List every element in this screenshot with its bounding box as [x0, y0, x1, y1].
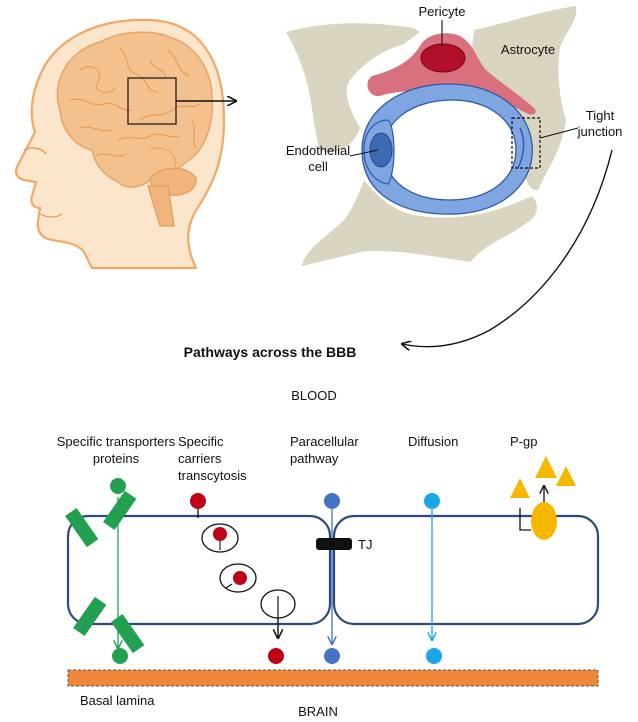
endothelial-nucleus	[369, 132, 393, 168]
label-pericyte: Pericyte	[419, 4, 466, 19]
endothelium-ring	[361, 83, 533, 215]
basal-lamina-bar	[67, 669, 599, 687]
capillary-cross-section	[286, 6, 577, 266]
astrocyte-right	[470, 6, 577, 191]
endothelial-cell-left	[66, 514, 332, 626]
curved-arrow	[402, 149, 613, 347]
paracellular-molecule-top	[324, 493, 340, 509]
brainstem	[147, 185, 175, 227]
mouth	[39, 213, 63, 218]
label-endothelial-2: cell	[308, 159, 328, 174]
label-pgp: P-gp	[510, 434, 537, 449]
astrocyte-foot-top	[286, 23, 420, 153]
pgp-protein	[531, 502, 557, 540]
head-illustration	[14, 18, 236, 270]
eye	[23, 147, 47, 155]
transporter-protein-top	[65, 490, 137, 548]
pgp-connector	[519, 508, 531, 531]
label-basal-lamina: Basal lamina	[80, 693, 155, 708]
label-astrocyte: Astrocyte	[501, 42, 555, 57]
tight-junction-block	[316, 538, 352, 550]
label-carriers-1: Specific	[178, 434, 224, 449]
astrocyte-bottom	[302, 180, 537, 266]
carrier-molecule-top	[190, 493, 206, 509]
transporter-protein-bottom	[73, 596, 145, 654]
label-diffusion: Diffusion	[408, 434, 458, 449]
pgp-substrate-2	[535, 456, 557, 478]
label-paracellular-1: Paracellular	[290, 434, 359, 449]
label-transporters-1: Specific transporters	[57, 434, 176, 449]
diffusion-molecule-top	[424, 493, 440, 509]
transporter-molecule-bottom	[112, 648, 128, 664]
carrier-molecule-bottom	[268, 648, 284, 664]
brain-label: BRAIN	[298, 704, 338, 719]
label-tight-junction-2: junction	[577, 124, 623, 139]
pgp-substrate-3	[556, 466, 576, 486]
paracellular-molecule-bottom	[324, 648, 340, 664]
label-carriers-3: transcytosis	[178, 468, 247, 483]
blood-label: BLOOD	[291, 388, 337, 403]
diffusion-molecule-bottom	[426, 648, 442, 664]
pericyte-nucleus	[420, 43, 466, 73]
label-transporters-2: proteins	[93, 451, 140, 466]
label-endothelial-1: Endothelial	[286, 143, 350, 158]
ear	[149, 147, 177, 177]
label-paracellular-2: pathway	[290, 451, 339, 466]
label-tight-junction-1: Tight	[586, 108, 615, 123]
label-carriers-2: carriers	[178, 451, 222, 466]
pgp-substrate-1	[510, 478, 530, 498]
endothelial-cell-right	[332, 514, 600, 626]
title: Pathways across the BBB	[184, 344, 357, 360]
brain-folds	[69, 47, 201, 157]
transporter-molecule-top	[110, 478, 126, 494]
tight-junction-box	[511, 117, 541, 169]
tight-junction-mark	[517, 127, 525, 169]
brain-shape	[56, 31, 213, 188]
label-tj: TJ	[358, 537, 372, 552]
